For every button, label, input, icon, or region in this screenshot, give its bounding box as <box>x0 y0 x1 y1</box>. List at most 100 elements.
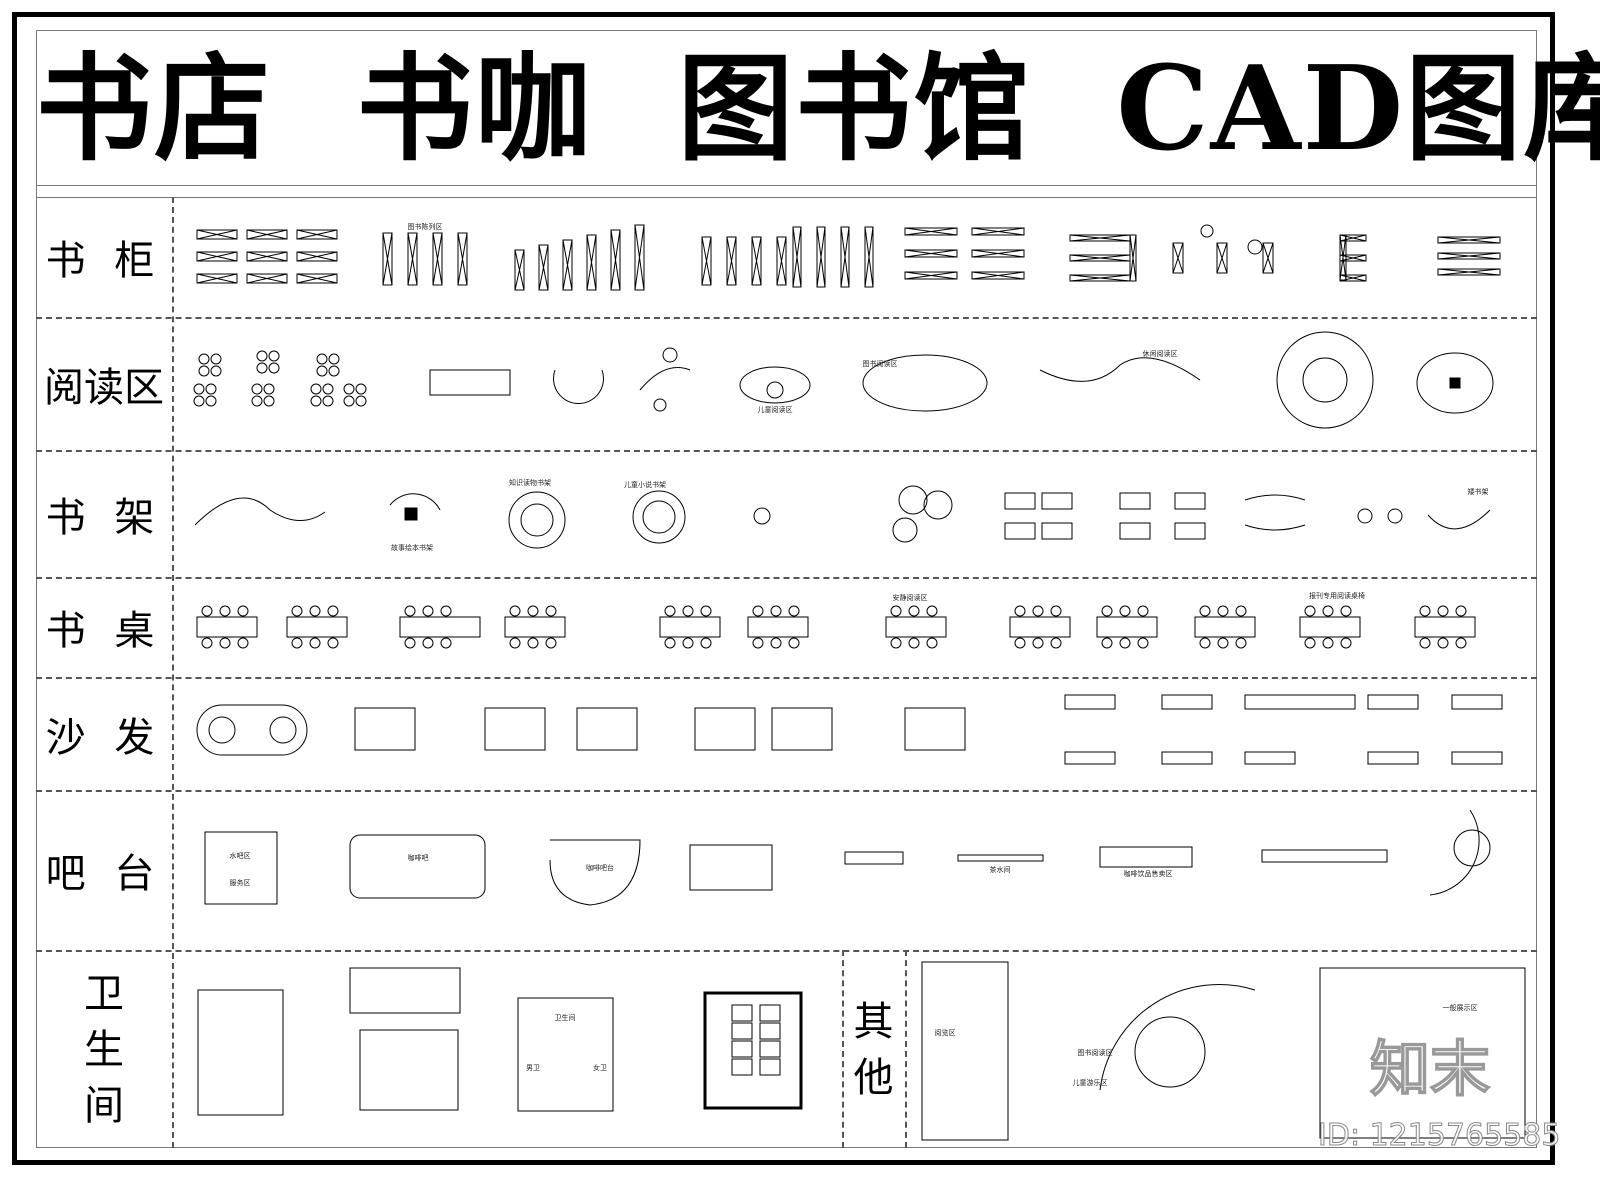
seat-symbol <box>251 395 263 407</box>
seat-symbol <box>509 605 521 617</box>
bookshelf-symbol <box>971 249 1025 258</box>
bookshelf-symbol <box>904 271 958 280</box>
reading-table <box>429 369 511 396</box>
seat-symbol <box>343 383 355 395</box>
bookshelf-symbol <box>296 229 338 240</box>
bookshelf-symbol <box>407 232 418 286</box>
bookshelf-symbol <box>1069 274 1131 282</box>
drawing-label: 图书陈列区 <box>408 222 443 231</box>
title-divider-2 <box>36 197 1537 198</box>
seat-symbol <box>926 637 938 649</box>
bookshelf-symbol <box>1437 236 1501 244</box>
bookshelf-symbol <box>457 232 468 286</box>
round-reading-area <box>1276 331 1374 429</box>
row-divider <box>36 317 1537 319</box>
bookshelf-symbol <box>840 226 850 288</box>
bookshelf-symbol <box>904 227 958 236</box>
seat-symbol <box>343 395 355 407</box>
reading-bench <box>639 367 691 391</box>
seat-symbol <box>509 637 521 649</box>
seat-symbol <box>908 605 920 617</box>
bookshelf-symbol <box>296 251 338 262</box>
drawing-label: 咖啡饮品售卖区 <box>1124 869 1173 878</box>
round-shelf <box>520 503 554 537</box>
seat-symbol <box>1134 1016 1206 1088</box>
seat-symbol <box>1050 637 1062 649</box>
sofa-symbol <box>904 707 966 751</box>
seat-symbol <box>1304 637 1316 649</box>
seat-symbol <box>263 383 275 395</box>
sofa-symbol <box>1367 751 1419 765</box>
seat-symbol <box>890 605 902 617</box>
sofa-symbol <box>694 707 756 751</box>
bookshelf-symbol <box>196 273 238 284</box>
seat-symbol <box>1032 637 1044 649</box>
seat-symbol <box>310 383 322 395</box>
seat-symbol <box>328 353 340 365</box>
seat-symbol <box>355 383 367 395</box>
display-plan <box>1319 967 1526 1139</box>
bookshelf-symbol <box>792 226 802 288</box>
seat-symbol <box>700 605 712 617</box>
restroom-plan <box>703 991 803 1110</box>
bookshelf-symbol <box>514 249 525 291</box>
seat-symbol <box>1101 605 1113 617</box>
display-table <box>1004 522 1036 540</box>
bookshelf-symbol <box>971 227 1025 236</box>
seat-symbol <box>890 637 902 649</box>
seat-symbol <box>291 605 303 617</box>
bookshelf-symbol <box>296 273 338 284</box>
bookshelf-symbol <box>1339 234 1367 242</box>
seat-symbol <box>251 383 263 395</box>
seat-symbol <box>201 605 213 617</box>
seat-symbol <box>1455 605 1467 617</box>
bookshelf-symbol <box>432 232 443 286</box>
bookshelf-symbol <box>1437 252 1501 260</box>
seat-symbol <box>926 605 938 617</box>
display-table <box>1174 522 1206 540</box>
category-other: 其 他 <box>853 999 894 1101</box>
toilet-stall <box>759 1004 781 1022</box>
bookshelf-symbol <box>1339 274 1367 282</box>
category-restroom: 卫 生 间 <box>84 971 124 1129</box>
desk-symbol <box>286 616 348 638</box>
bookshelf-symbol <box>816 226 826 288</box>
bookshelf-symbol <box>904 227 958 236</box>
seat-symbol <box>1217 605 1229 617</box>
seat-symbol <box>662 347 678 363</box>
seat-symbol <box>422 637 434 649</box>
seat-symbol <box>1387 508 1403 524</box>
category-reading: 阅读区 <box>44 364 164 411</box>
toilet-stall <box>759 1058 781 1076</box>
seat-symbol <box>1322 637 1334 649</box>
desk-symbol <box>885 616 947 638</box>
seat-symbol <box>291 637 303 649</box>
seat-symbol <box>210 353 222 365</box>
bookshelf-symbol <box>1339 254 1367 262</box>
desk-symbol <box>747 616 809 638</box>
drawing-label: 儿童阅读区 <box>758 405 793 414</box>
bookshelf-symbol <box>586 234 597 291</box>
seat-symbol <box>752 605 764 617</box>
seat-symbol <box>269 716 297 744</box>
drawing-label: 休闲阅读区 <box>1143 349 1178 358</box>
seat-symbol <box>1014 637 1026 649</box>
seat-symbol <box>700 637 712 649</box>
sofa-symbol <box>1161 751 1213 765</box>
seat-symbol <box>327 605 339 617</box>
bookshelf-symbol <box>1129 234 1137 282</box>
bookshelf-symbol <box>246 273 288 284</box>
sofa-symbol <box>354 707 416 751</box>
seat-symbol <box>440 605 452 617</box>
seat-symbol <box>1247 239 1263 255</box>
bookshelf-symbol <box>382 232 393 286</box>
drawing-label: 阅览区 <box>935 1028 956 1037</box>
title-divider <box>36 185 1537 186</box>
bookshelf-symbol <box>1172 242 1184 274</box>
planter-symbol <box>766 381 784 399</box>
bookshelf-symbol <box>1437 268 1501 276</box>
row-divider <box>36 577 1537 579</box>
seat-symbol <box>1119 605 1131 617</box>
bookshelf-symbol <box>196 251 238 262</box>
bar-counter <box>957 854 1044 862</box>
